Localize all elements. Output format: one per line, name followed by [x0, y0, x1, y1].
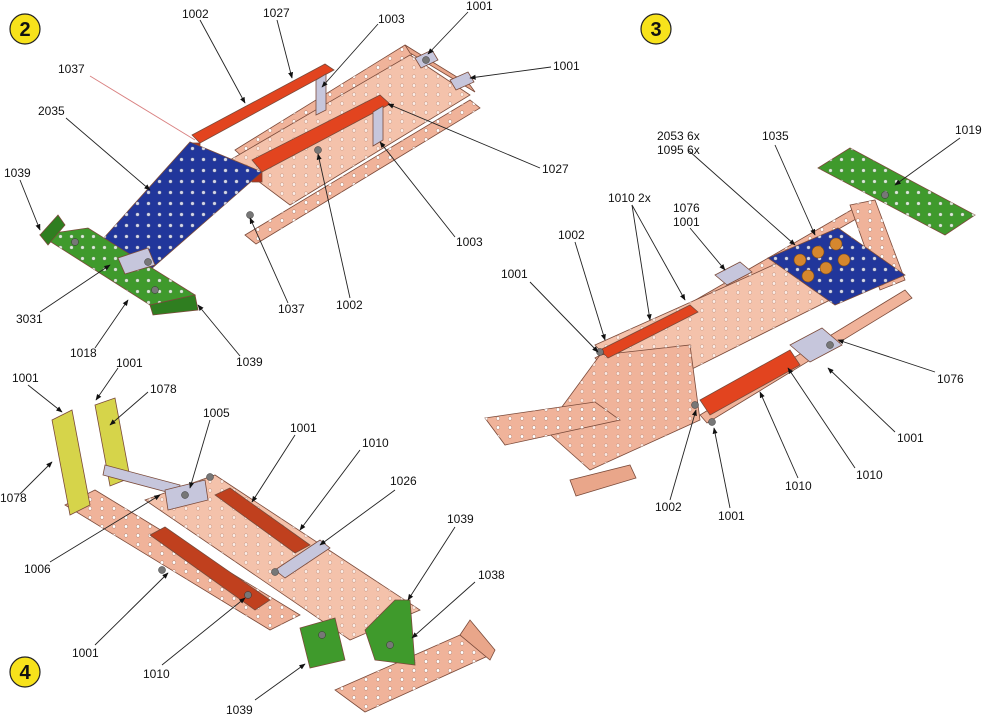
part-label: 1078: [150, 382, 177, 396]
part-label: 1001: [718, 509, 745, 523]
step-badge-4: 4: [9, 656, 41, 688]
part-label: 2053 6x: [657, 129, 700, 143]
part-label: 1018: [70, 346, 97, 360]
part-label: 1010: [362, 436, 389, 450]
part-label: 1001: [897, 431, 924, 445]
part-label: 1001: [466, 0, 493, 13]
part-label: 1026: [390, 474, 417, 488]
part-label: 1037: [278, 302, 305, 316]
step-3-illustration: [484, 147, 976, 497]
part-label: 1003: [378, 12, 405, 26]
step-badge-2: 2: [9, 13, 41, 45]
part-label: 1027: [542, 162, 569, 176]
part-label: 1037: [58, 62, 85, 76]
part-label: 1001: [553, 59, 580, 73]
part-label: 1039: [447, 512, 474, 526]
step-number: 4: [19, 662, 31, 684]
part-label: 1001: [12, 371, 39, 385]
step-2-illustration: [38, 44, 481, 316]
part-label: 2035: [38, 104, 65, 118]
part-label: 1035: [762, 129, 789, 143]
part-label: 3031: [16, 312, 43, 326]
part-label: 1010: [856, 468, 883, 482]
part-label: 1010: [785, 479, 812, 493]
part-label: 1006: [24, 562, 51, 576]
part-label: 1076: [673, 201, 700, 215]
part-label: 1039: [226, 703, 253, 717]
step-4-illustration: [51, 397, 496, 713]
part-label: 1001: [673, 215, 700, 229]
part-label: 1001: [501, 267, 528, 281]
part-label: 1039: [4, 166, 31, 180]
part-label: 1027: [263, 6, 290, 20]
step-number: 2: [19, 19, 30, 41]
step-badge-3: 3: [640, 13, 672, 45]
part-label: 1078: [0, 491, 27, 505]
leader-lines: [19, 11, 961, 701]
part-label: 1010: [143, 667, 170, 681]
part-label: 1001: [116, 356, 143, 370]
part-label: 1038: [478, 568, 505, 582]
part-label: 1076: [937, 372, 964, 386]
part-label: 1001: [72, 646, 99, 660]
part-label: 1005: [203, 406, 230, 420]
part-label: 1019: [955, 123, 982, 137]
step-number: 3: [650, 19, 661, 41]
part-label: 1095 6x: [657, 143, 700, 157]
part-label: 1003: [456, 235, 483, 249]
part-label: 1010 2x: [608, 191, 651, 205]
part-label: 1002: [336, 298, 363, 312]
part-label: 1002: [558, 228, 585, 242]
part-label: 1002: [182, 7, 209, 21]
part-label: 1039: [236, 355, 263, 369]
part-label: 1001: [290, 421, 317, 435]
part-label: 1002: [655, 500, 682, 514]
